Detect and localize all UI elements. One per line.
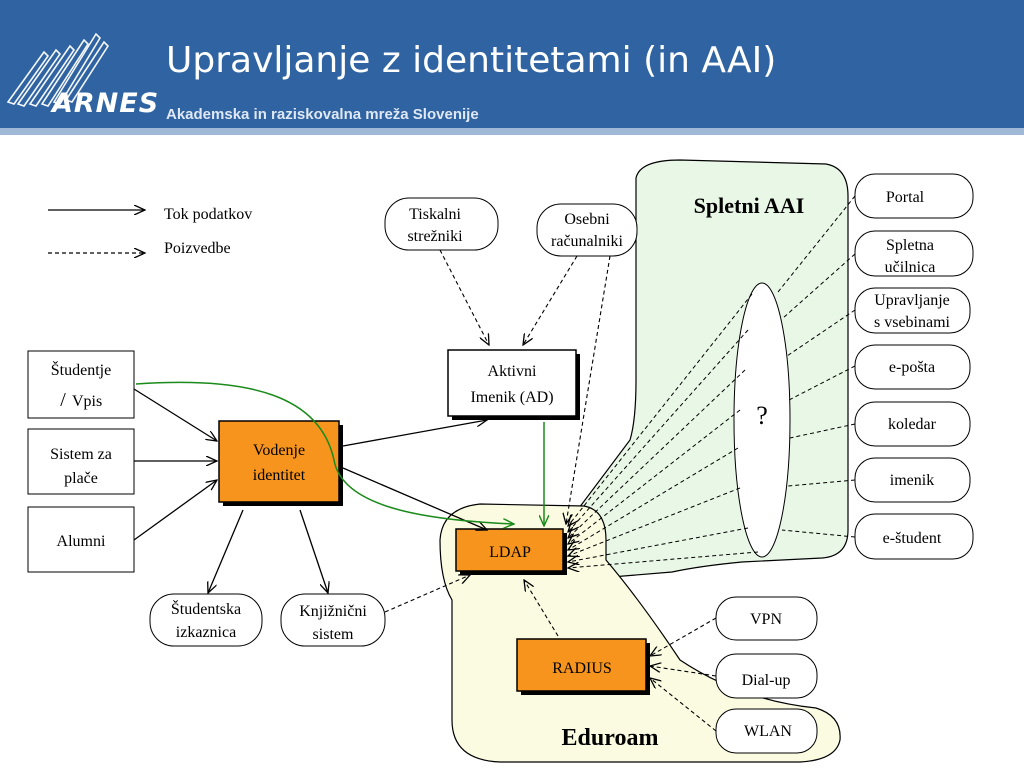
service-calendar-label: koledar: [888, 416, 937, 433]
service-web-classroom-label-line2: učilnica: [885, 259, 936, 276]
print-servers-node: [384, 197, 499, 251]
unknown-label: ?: [756, 401, 768, 430]
green-arrow-students-to-ldap: [135, 381, 514, 524]
query-radius-to-ldap: [524, 580, 559, 637]
legend-queries-label: Poizvedbe: [164, 240, 231, 257]
header-bar: [0, 0, 1024, 128]
service-e-student-node: [854, 513, 974, 560]
arrow-identity-to-student-card: [208, 509, 244, 593]
arrow-identity-to-library: [299, 509, 328, 593]
arnes-logo-icon: [6, 32, 110, 107]
arrow-identity-to-ldap: [342, 467, 487, 530]
personal-computers-label-line1: Osebni: [564, 211, 610, 228]
active-directory-label-line2: Imenik (AD): [470, 389, 553, 406]
service-web-classroom-node: [854, 230, 974, 277]
query-web-aai-ldap-4: [568, 409, 741, 544]
print-servers-label-line1: Tiskalni: [409, 206, 461, 223]
service-e-student-label: e-študent: [883, 530, 942, 547]
service-content-management-node: [854, 287, 971, 334]
query-library-to-ldap: [384, 575, 470, 613]
alumni-label: Alumni: [57, 533, 106, 550]
students-label-line2: Vpis: [72, 393, 102, 410]
query-web-aai-ldap-2: [568, 329, 749, 532]
active-directory-box: [447, 349, 577, 417]
service-directory-node: [854, 457, 971, 503]
service-content-management-label-line1: Upravljanje: [874, 292, 950, 309]
students-label-slash: /: [60, 389, 66, 411]
service-portal-node: [854, 173, 974, 219]
alumni-box: [27, 506, 135, 573]
service-email-label: e-pošta: [889, 359, 935, 376]
service-content-management-label-line2: s vsebinami: [874, 314, 951, 331]
personal-computers-label-line2: računalniki: [551, 233, 624, 250]
query-pc-to-ldap: [566, 255, 611, 524]
query-vpn-to-radius: [650, 617, 717, 656]
service-portal-label: Portal: [886, 189, 925, 206]
student-card-label-line2: izkaznica: [176, 624, 236, 641]
query-web-aai-ldap-7: [568, 527, 749, 562]
unknown-ellipse: [733, 282, 791, 558]
radius-label: RADIUS: [552, 660, 612, 677]
student-card-node: [149, 593, 263, 647]
library-system-label-line1: Knjižnični: [299, 603, 367, 620]
active-directory-label-line1: Aktivni: [488, 363, 537, 380]
wlan-label: WLAN: [744, 723, 792, 740]
header-band: [0, 128, 1024, 135]
legend-data-flow-label: Tok podatkov: [164, 206, 252, 223]
identity-management-label-line1: Vodenje: [253, 442, 305, 459]
eduroam-title: Eduroam: [562, 725, 659, 751]
service-directory-label: imenik: [890, 472, 934, 489]
query-wlan-to-radius: [650, 678, 717, 732]
library-system-node: [280, 593, 386, 647]
query-web-aai-ldap-3: [568, 369, 746, 538]
identity-management-label-line2: identitet: [253, 467, 306, 484]
payroll-label-line1: Sistem za: [50, 446, 112, 463]
slide-subtitle: Akademska in raziskovalna mreža Slovenij…: [166, 106, 479, 123]
payroll-label-line2: plače: [64, 470, 98, 487]
query-web-aai-ldap-5: [568, 447, 739, 550]
query-web-aai-ldap-1: [568, 293, 753, 526]
student-card-label-line1: Študentska: [171, 599, 241, 618]
students-box: [27, 350, 135, 419]
arnes-logo-text: ARNES: [52, 88, 160, 119]
print-servers-label-line2: strežniki: [407, 228, 463, 245]
arrow-alumni-to-identity: [133, 480, 217, 541]
radius-box: [516, 638, 647, 692]
service-calendar-node: [854, 401, 971, 447]
dial-up-label: Dial-up: [742, 672, 791, 689]
web-aai-title: Spletni AAI: [694, 193, 805, 218]
service-web-classroom-label-line1: Spletna: [886, 237, 934, 254]
slide-title: Upravljanje z identitetami (in AAI): [166, 40, 777, 81]
query-print-to-ad: [439, 249, 489, 345]
query-pc-to-ad: [523, 255, 578, 345]
vpn-label: VPN: [750, 611, 782, 628]
arrow-identity-to-ad: [342, 420, 487, 447]
query-web-aai-ldap-6: [568, 487, 741, 556]
arrow-students-to-identity: [133, 388, 217, 441]
ldap-label: LDAP: [489, 544, 531, 561]
personal-computers-node: [536, 203, 638, 257]
students-label-line1: Študentje: [51, 360, 111, 379]
library-system-label-line2: sistem: [313, 626, 354, 643]
payroll-box: [27, 428, 135, 495]
service-email-node: [854, 344, 971, 390]
identity-management-box: [218, 420, 340, 503]
query-web-aai-ldap-8: [568, 551, 759, 568]
